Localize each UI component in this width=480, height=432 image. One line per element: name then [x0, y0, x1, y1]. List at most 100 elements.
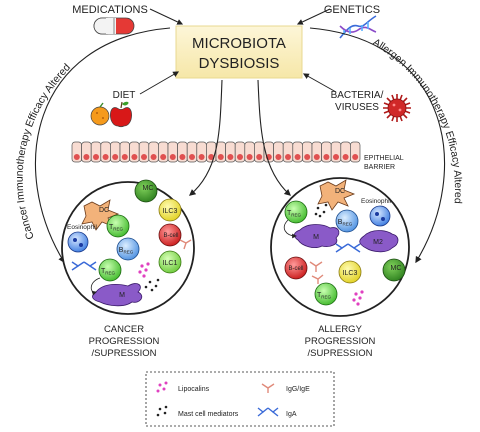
allergy-label-line3: /SUPRESSION: [308, 348, 373, 359]
allergy-circle: DC Eosinophil TREG BREG M: [270, 177, 410, 317]
eosinophil-label-allergy: Eosinophil: [361, 198, 392, 205]
epithelial-nucleus: [150, 154, 157, 160]
epithelial-nucleus: [304, 154, 311, 160]
bcell-label-allergy: B-cell: [288, 266, 303, 272]
virus-icon: [383, 94, 411, 122]
cancer-circle: DC MC ILC3 Eosinophil TREG BREG: [61, 179, 195, 315]
left-side-label-text: Cancer Immunotherapy Efficacy Altered: [14, 61, 73, 241]
legend-mast-mediators: Mast cell mediators: [178, 411, 239, 418]
ilc3-label: ILC3: [163, 208, 178, 215]
epithelial-nucleus: [169, 154, 176, 160]
epithelial-nucleus: [217, 154, 224, 160]
macrophage-label-allergy: M: [313, 234, 319, 241]
center-title-line2: DYSBIOSIS: [199, 55, 280, 72]
treg-cell-allergy: TREG: [284, 200, 308, 224]
epithelial-nucleus: [93, 154, 99, 160]
lipocalin-legend-icon: [156, 381, 168, 393]
bacteria-label-line1: BACTERIA/: [331, 90, 384, 101]
barrier-label-line2: BARRIER: [364, 164, 395, 171]
ilc3-label-allergy: ILC3: [343, 270, 358, 277]
iga-icon-allergy: [335, 243, 361, 253]
epithelial-nucleus: [342, 154, 349, 160]
epithelial-nucleus: [141, 154, 147, 160]
treg-label-2: TREG: [101, 268, 116, 276]
eosinophil-label: Eosinophil: [67, 224, 98, 231]
epithelial-nucleus: [275, 154, 282, 160]
treg-cell-2: TREG: [98, 258, 122, 282]
epithelial-barrier: [71, 141, 361, 163]
left-side-arc: [35, 27, 171, 264]
epithelial-nucleus: [313, 154, 320, 160]
igg-legend-icon: [261, 383, 275, 393]
bacteria-label-line2: VIRUSES: [335, 102, 379, 113]
diet-label: DIET: [113, 90, 136, 101]
epithelial-nucleus: [198, 154, 205, 160]
eosinophil-cell-allergy: [369, 205, 391, 227]
dna-icon: [339, 15, 377, 39]
epithelial-nucleus: [256, 154, 263, 160]
cancer-label-line1: CANCER: [104, 324, 144, 335]
epithelial-nucleus: [323, 154, 330, 160]
epithelial-nucleus: [83, 154, 90, 160]
breg-label: BREG: [119, 247, 134, 255]
bcell-label: B-cell: [163, 233, 178, 239]
cancer-label-line3: /SUPRESSION: [92, 348, 157, 359]
microbiota-dysbiosis-box: [175, 25, 303, 79]
treg-to-m-arrow-allergy: [283, 219, 297, 239]
legend-lipocalins: Lipocalins: [178, 386, 210, 393]
diet-arrow: [139, 71, 180, 95]
medications-arrow: [149, 8, 184, 25]
allergy-label-line2: PROGRESSION: [305, 336, 376, 347]
mast-mediator-legend-icon: [156, 405, 168, 417]
breg-label-allergy: BREG: [338, 219, 353, 227]
epithelial-nucleus: [121, 154, 128, 160]
treg-cell-allergy-2: TREG: [314, 282, 338, 306]
treg-cell: TREG: [106, 214, 130, 238]
bcell-allergy: B-cell: [284, 256, 308, 280]
right-side-label-text: Allergen Immunotherapy Efficacy Altered: [371, 36, 464, 204]
ilc3-cell: ILC3: [158, 198, 182, 222]
dc-label-allergy: DC: [335, 188, 345, 195]
legend-box: Lipocalins Mast cell mediators IgG/IgE I…: [145, 371, 335, 427]
bcell: B-cell: [158, 223, 182, 247]
legend-igg-ige: IgG/IgE: [286, 386, 310, 393]
dc-label: DC: [99, 207, 109, 214]
macrophage-cell: M: [92, 283, 143, 307]
mast-mediator-particles-allergy: [314, 203, 328, 218]
iga-legend-icon: [257, 407, 279, 417]
fruit-icon: [90, 101, 132, 128]
epithelial-nucleus: [237, 154, 243, 160]
lipocalin-particles: [138, 262, 150, 278]
lipocalin-particles-allergy: [352, 290, 364, 306]
epithelial-nucleus: [102, 154, 109, 160]
allergy-label-line1: ALLERGY: [318, 324, 362, 335]
bacteria-arrow: [302, 73, 337, 93]
center-title-line1: MICROBIOTA: [192, 35, 286, 52]
arrow-to-allergy: [257, 79, 291, 196]
ilc1-cell: ILC1: [158, 250, 182, 274]
macrophage-label: M: [119, 292, 125, 299]
medications-label: MEDICATIONS: [72, 4, 148, 16]
epithelial-nucleus: [208, 154, 215, 160]
epithelial-nucleus: [294, 154, 301, 160]
eosinophil-cell: [67, 231, 89, 253]
barrier-label-line1: EPITHELIAL: [364, 155, 404, 162]
breg-cell: BREG: [116, 237, 140, 261]
macrophage-cell-allergy: M: [294, 224, 340, 248]
mc-label-allergy: MC: [391, 265, 402, 272]
epithelial-nucleus: [352, 154, 359, 160]
epithelial-nucleus: [227, 154, 234, 160]
igg-icon: [179, 239, 192, 250]
m2-cell: M2: [359, 230, 399, 253]
mast-mediator-particles: [144, 278, 160, 292]
genetics-arrow: [296, 8, 331, 25]
left-side-label: Cancer Immunotherapy Efficacy Altered: [14, 61, 73, 241]
right-side-arc: [309, 27, 445, 264]
treg-label-allergy-2: TREG: [317, 292, 332, 300]
epithelial-nucleus: [160, 154, 167, 160]
igg-icon-allergy: [309, 261, 324, 284]
treg-label: TREG: [109, 224, 124, 232]
mc-cell-allergy: MC: [382, 258, 406, 282]
